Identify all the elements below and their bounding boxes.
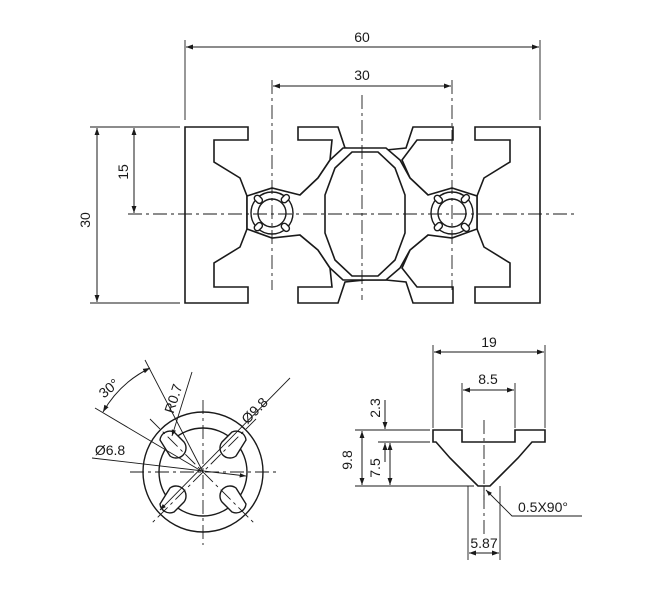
slot-detail: 19 8.5 2.3 9.8 7.5 5.87 0.5X90° [339,334,582,560]
profile-view: 60 30 30 15 [77,29,575,304]
groove-depth-dimension: 7.5 [367,458,383,478]
half-height-dimension: 15 [115,164,131,180]
slot-spacing-dimension: 30 [354,67,370,83]
total-depth-dimension: 9.8 [339,450,355,470]
chamfer-dimension: 0.5X90° [518,499,568,515]
radius-dimension: R0.7 [161,382,185,415]
inner-diameter-dimension: Ø6.8 [95,442,126,458]
opening-dimension: 8.5 [478,371,498,387]
bottom-width-dimension: 5.87 [470,535,497,551]
width-dimension: 60 [354,29,370,45]
angle-dimension: 30° [96,375,123,401]
lip-thickness-dimension: 2.3 [367,398,383,418]
outer-diameter-dimension: Ø9.8 [238,394,271,427]
height-dimension: 30 [77,212,93,228]
slot-width-dimension: 19 [481,334,497,350]
t-slot-outline [432,429,546,487]
angle-arc [102,367,151,413]
bore-detail: 30° R0.7 Ø9.8 Ø6.8 [91,359,291,545]
